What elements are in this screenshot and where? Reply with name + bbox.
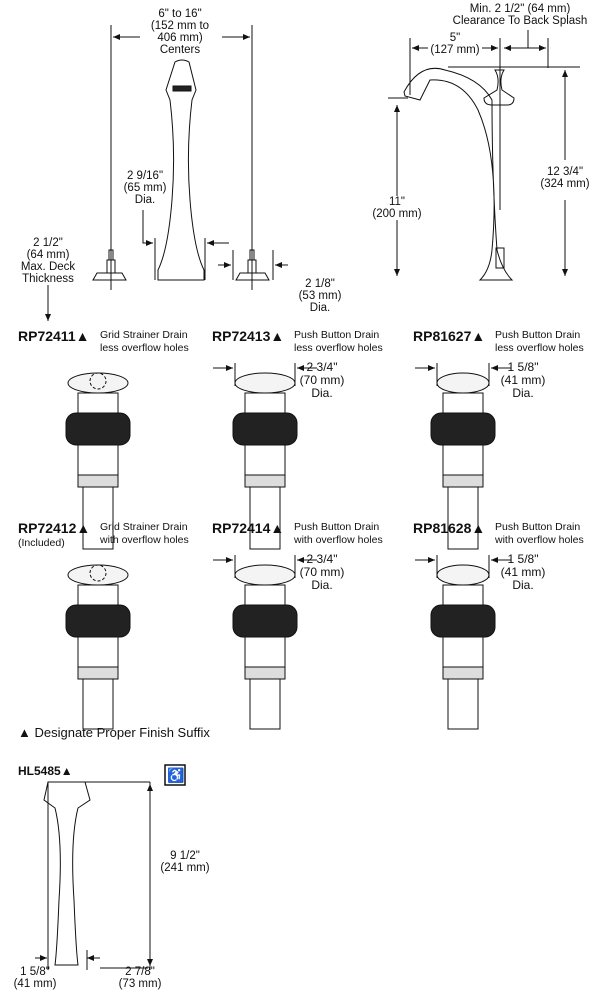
deck-thickness-dimension: 2 1/2" (64 mm) Max. Deck Thickness [18,237,78,285]
drain-diameter-dimension: Dia. [512,386,534,400]
drain-description: less overflow holes [294,342,383,354]
accessibility-icon: ♿ [167,767,185,783]
drain-drawing [65,372,131,550]
dim-line: (41 mm) [13,978,57,990]
drain-diameter-dimension: 2 3/4" [306,360,338,374]
dim-line: 2 9/16" [126,170,164,182]
drain-description: Push Button Drain [294,329,380,341]
handle-set-front-view [45,25,288,321]
drain-diameter-dimension: (41 mm) [500,565,546,579]
drain-diameter-dimension: Dia. [311,578,333,592]
dim-line: (65 mm) [123,182,167,194]
dim-line: Dia. [134,194,156,206]
dim-line: (73 mm) [118,978,162,990]
drain-diameter-dimension: Dia. [311,386,333,400]
drain-diameter-dimension: (70 mm) [299,373,345,387]
dim-line: 12 3/4" [546,166,584,178]
finish-suffix-footnote: ▲ Designate Proper Finish Suffix [18,725,210,740]
handle-diameter-dimension: 2 9/16" (65 mm) Dia. [115,170,175,206]
dim-line: Min. 2 1/2" (64 mm) [469,3,571,15]
drain-description: with overflow holes [294,534,383,546]
drain-drawing [415,555,511,730]
drain-description: less overflow holes [100,342,189,354]
drain-code: RP72412▲ [18,520,91,536]
dim-line: 2 1/2" [33,237,63,249]
dim-line: 1 5/8" [20,966,50,978]
dim-line: (64 mm) [26,249,70,261]
dim-line: Centers [159,44,201,56]
dim-line: 406 mm) [157,32,203,44]
drain-description: Push Button Drain [495,521,581,533]
centers-dimension: 6" to 16" (152 mm to 406 mm) Centers [140,8,220,56]
handle-height-dimension: 9 1/2" (241 mm) [155,850,215,874]
dim-line: (53 mm) [298,290,342,302]
drain-code: RP81627▲ [413,328,486,344]
dim-line: Clearance To Back Splash [452,15,588,27]
dim-line: 9 1/2" [170,850,200,862]
dim-line: Max. Deck [20,261,76,273]
valve-diameter-dimension: 2 1/8" (53 mm) Dia. [290,278,350,314]
total-height-dimension: 12 3/4" (324 mm) [535,166,595,190]
dim-line: (200 mm) [372,208,422,220]
dim-line: 5" [449,32,461,44]
reach-dimension: 5" (127 mm) [425,32,485,56]
drain-code: RP72414▲ [212,520,285,536]
drain-diameter-dimension: Dia. [512,578,534,592]
drain-code: RP72413▲ [212,328,285,344]
drain-description: with overflow holes [495,534,584,546]
spout-height-dimension: 11" (200 mm) [367,196,427,220]
drain-diameter-dimension: 2 3/4" [306,552,338,566]
drain-diameter-dimension: (41 mm) [500,373,546,387]
lever-handle-drawing [35,764,186,970]
drain-description: Push Button Drain [495,329,581,341]
drain-drawing [415,363,511,550]
drain-code: RP72411▲ [18,328,90,344]
dim-line: 6" to 16" [158,8,202,20]
dim-line: 2 7/8" [125,966,155,978]
drain-diameter-dimension: 1 5/8" [507,360,539,374]
drain-code: RP81628▲ [413,520,486,536]
drain-description: with overflow holes [100,534,189,546]
drain-description: Grid Strainer Drain [100,329,188,341]
dim-line: (324 mm) [540,178,590,190]
drain-description: less overflow holes [495,342,584,354]
dim-line: (152 mm to [150,20,210,32]
handle-base-dimension: 1 5/8" (41 mm) [5,966,65,990]
drain-illustrations [65,363,511,730]
drain-description: Push Button Drain [294,521,380,533]
handle-reach-dimension: 2 7/8" (73 mm) [110,966,170,990]
drain-drawing [213,555,317,730]
drain-diameter-dimension: (70 mm) [299,565,345,579]
faucet-side-view [388,30,580,281]
handle-code: HL5485▲ [18,764,73,778]
dim-line: Thickness [22,273,74,285]
dim-line: (241 mm) [160,862,210,874]
dim-line: 2 1/8" [305,278,335,290]
drain-diameter-dimension: 1 5/8" [507,552,539,566]
dim-line: (127 mm) [430,44,480,56]
dim-line: Dia. [309,302,331,314]
dim-line: 11" [388,196,406,208]
clearance-dimension: Min. 2 1/2" (64 mm) Clearance To Back Sp… [440,3,600,27]
drain-note: (Included) [18,537,65,549]
drain-description: Grid Strainer Drain [100,521,188,533]
drain-drawing [65,564,131,730]
drain-drawing [213,363,317,550]
